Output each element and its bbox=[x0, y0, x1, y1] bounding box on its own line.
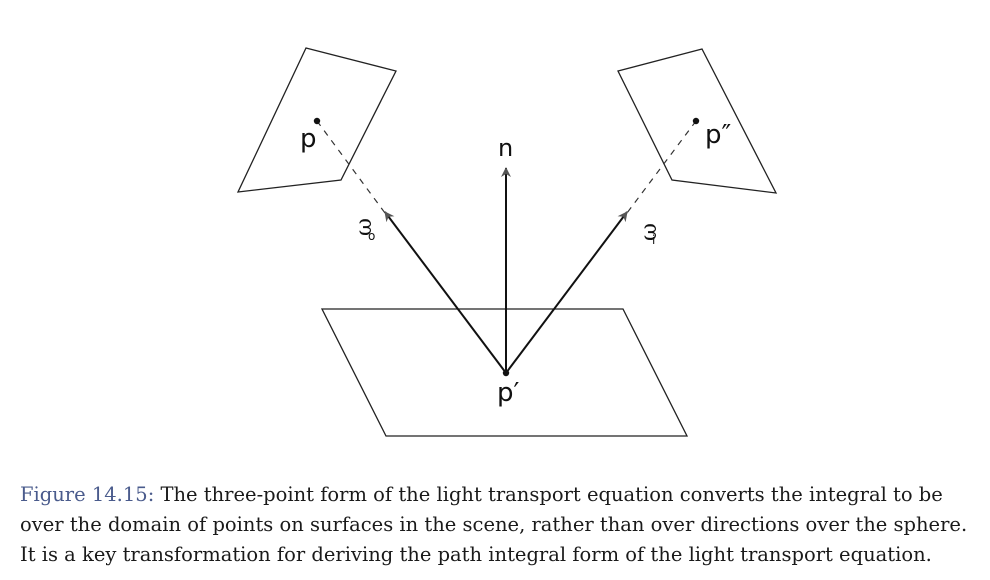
label-omega-o-symbol: ω bbox=[352, 218, 377, 236]
label-omega-o-subscript: o bbox=[368, 229, 375, 243]
label-p: p bbox=[300, 124, 317, 154]
point-p-dot bbox=[313, 117, 321, 125]
label-omega-i-subscript: i bbox=[652, 233, 655, 247]
figure-caption: Figure 14.15: The three-point form of th… bbox=[20, 480, 980, 570]
point-p-double-prime-dot bbox=[692, 117, 700, 125]
omega-i-arrow bbox=[505, 211, 628, 374]
right-surface bbox=[617, 48, 778, 194]
label-n: n bbox=[498, 134, 513, 162]
label-p-double-prime: p″ bbox=[705, 120, 732, 150]
label-p-prime: p′ bbox=[497, 378, 520, 408]
caption-text: The three-point form of the light transp… bbox=[20, 483, 968, 566]
point-p-prime-dot bbox=[502, 369, 510, 377]
figure-label[interactable]: Figure 14.15: bbox=[20, 483, 155, 506]
label-omega-o: ω bbox=[352, 218, 377, 236]
light-transport-diagram: n p p″ p′ ω o ω i bbox=[236, 47, 778, 437]
dashed-line-to-p bbox=[316, 120, 386, 214]
bottom-surface bbox=[320, 308, 689, 437]
label-omega-i: ω bbox=[637, 223, 662, 241]
left-surface bbox=[236, 47, 397, 193]
dashed-line-to-p-double-prime bbox=[626, 120, 697, 214]
omega-o-arrow bbox=[384, 211, 507, 374]
label-omega-i-symbol: ω bbox=[637, 223, 662, 241]
